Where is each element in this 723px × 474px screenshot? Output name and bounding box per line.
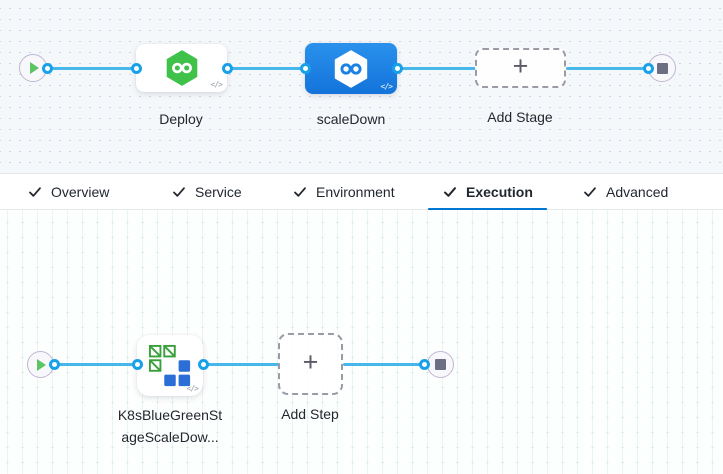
execution-step-canvas[interactable]: </> K8sBlueGreenSt ageScaleDow... + Add … [0, 210, 723, 474]
tab-execution[interactable]: Execution [428, 174, 547, 211]
tab-advanced[interactable]: Advanced [583, 174, 668, 210]
step-label-line2: ageScaleDow... [121, 429, 219, 445]
connector-port [642, 62, 654, 74]
stage-canvas[interactable]: </> Deploy </> scaleDown + Add Stage [0, 0, 723, 173]
code-icon: </> [380, 82, 393, 91]
tab-label: Overview [51, 184, 110, 200]
stage-card-scaledown[interactable]: </> [305, 43, 397, 94]
tab-label: Advanced [606, 184, 669, 200]
play-icon [29, 62, 39, 74]
connector-port [221, 62, 233, 74]
step-card-k8s-scaledown[interactable]: </> [137, 335, 203, 396]
connector-port [130, 62, 142, 74]
harness-cd-hexagon-white-icon [334, 49, 368, 88]
connector-port [41, 62, 53, 74]
plus-icon: + [512, 51, 529, 81]
code-icon: </> [186, 384, 199, 393]
edge-start-step [51, 362, 138, 366]
check-icon [173, 187, 185, 197]
stop-icon [435, 359, 446, 370]
edge-addstage-end [566, 66, 649, 70]
stage-label-deploy: Deploy [159, 111, 203, 127]
edge-scaledown-addstage [397, 66, 476, 70]
add-step-label: Add Step [281, 406, 339, 422]
edge-step-addstep [203, 362, 279, 366]
k8s-blue-green-scale-down-icon [148, 344, 191, 386]
play-icon [37, 358, 46, 371]
add-stage-button[interactable]: + [475, 48, 566, 88]
edge-start-deploy [44, 66, 136, 70]
check-icon [584, 187, 596, 197]
check-icon [294, 187, 306, 197]
connector-port [391, 62, 403, 74]
tab-label: Service [195, 184, 242, 200]
stop-icon [656, 62, 668, 74]
connector-port [48, 358, 60, 370]
tab-label: Environment [316, 184, 395, 200]
add-step-button[interactable]: + [278, 333, 343, 395]
harness-cd-hexagon-green-icon [166, 50, 197, 86]
edge-deploy-scaledown [227, 66, 305, 70]
connector-port [418, 358, 430, 370]
stage-tab-bar: Overview Service Environment Execution A… [0, 173, 723, 211]
step-label-line1: K8sBlueGreenSt [117, 407, 223, 423]
edge-addstep-end [343, 362, 425, 366]
steps-end-node [427, 351, 454, 378]
active-tab-underline [428, 208, 547, 211]
connector-port [197, 358, 209, 370]
tab-label: Execution [466, 184, 533, 200]
tab-service[interactable]: Service [172, 174, 242, 210]
stage-label-scaledown: scaleDown [316, 111, 386, 127]
stage-card-deploy[interactable]: </> [136, 44, 227, 92]
tab-environment[interactable]: Environment [293, 174, 395, 210]
code-icon: </> [210, 80, 223, 89]
check-icon [444, 187, 456, 197]
plus-icon: + [302, 347, 319, 377]
tab-overview[interactable]: Overview [28, 174, 109, 210]
connector-port [299, 62, 311, 74]
connector-port [131, 358, 143, 370]
check-icon [29, 187, 41, 197]
add-stage-label: Add Stage [487, 109, 553, 125]
